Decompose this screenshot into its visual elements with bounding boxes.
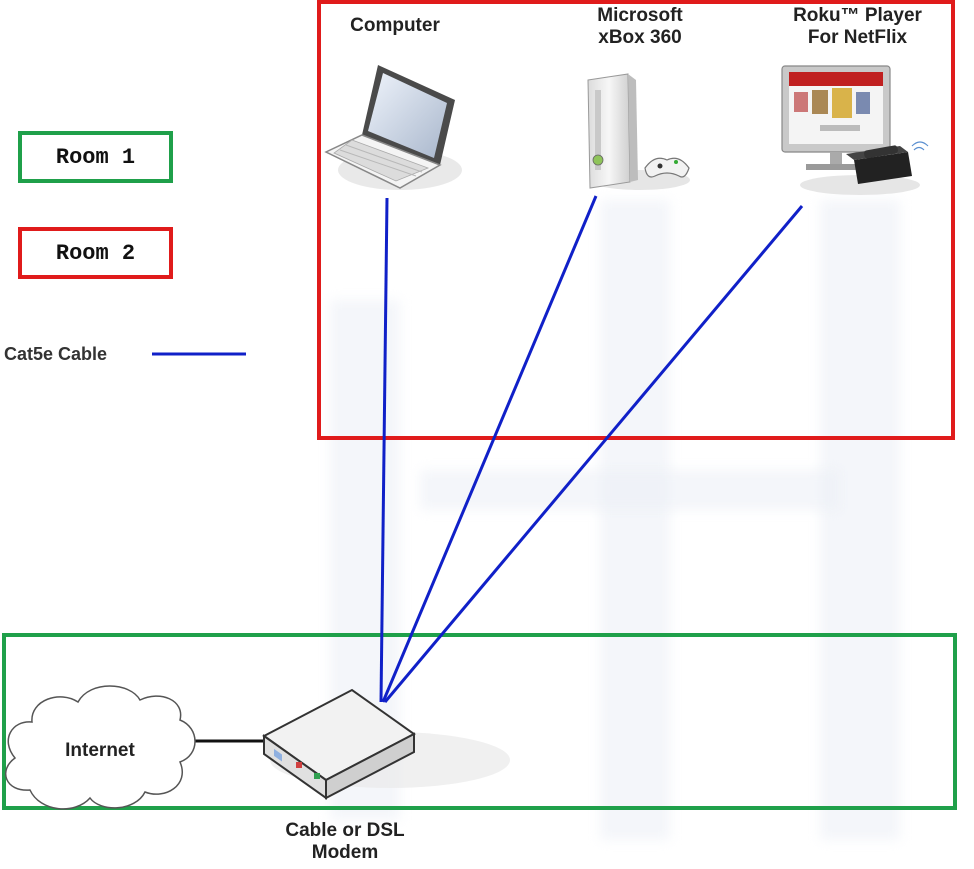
modem-label-line-2: Modem (311, 842, 379, 863)
xbox-label-line-2: xBox 360 (598, 27, 682, 48)
internet-label: Internet (65, 740, 135, 761)
background-watermark-right (820, 200, 900, 840)
modem-icon (262, 688, 510, 800)
room-2-area (317, 0, 955, 440)
modem-label: Cable or DSL Modem (260, 820, 430, 864)
game-console-icon (587, 73, 690, 190)
room-1-area (2, 633, 957, 810)
computer-label: Computer (350, 15, 440, 36)
cable-xbox-modem (381, 195, 598, 703)
cable-computer-modem (379, 197, 389, 703)
legend-cable-label: Cat5e Cable (4, 344, 108, 364)
modem-label-line-1: Cable or DSL (285, 820, 405, 841)
laptop-icon (324, 65, 462, 190)
cable-roku-modem (383, 205, 804, 703)
roku-label-line-1: Roku™ Player (793, 5, 922, 26)
cloud-icon (5, 685, 196, 810)
background-watermark-bar (420, 470, 840, 510)
legend-room-2-label: Room 2 (55, 240, 136, 266)
background-watermark-mid (600, 200, 670, 840)
legend-room-2: Room 2 (18, 227, 173, 279)
xbox-label: Microsoft xBox 360 (575, 5, 705, 49)
roku-label-line-2: For NetFlix (807, 27, 908, 48)
xbox-label-line-1: Microsoft (597, 5, 683, 26)
roku-label: Roku™ Player For NetFlix (770, 5, 945, 49)
legend-room-1-label: Room 1 (55, 144, 136, 170)
tv-streaming-player-icon (781, 65, 929, 195)
legend-room-1: Room 1 (18, 131, 173, 183)
